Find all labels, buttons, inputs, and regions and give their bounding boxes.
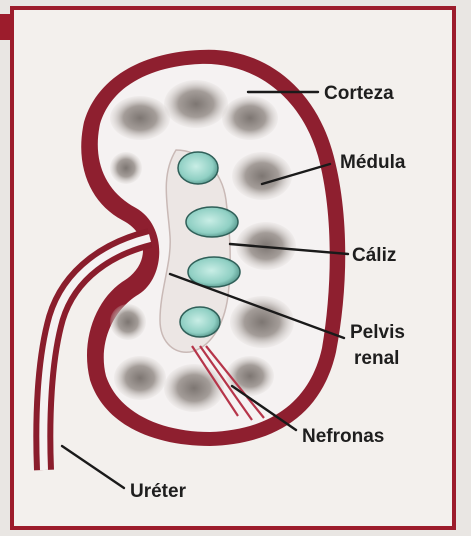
label-corteza: Corteza: [324, 83, 394, 104]
label-renal: renal: [354, 348, 399, 369]
label-medula: Médula: [340, 152, 406, 173]
label-pelvis: Pelvis: [350, 322, 405, 343]
label-nefronas: Nefronas: [302, 426, 384, 447]
label-caliz: Cáliz: [352, 245, 396, 266]
label-ureter: Uréter: [130, 481, 187, 502]
corner-tab: [0, 14, 10, 40]
leader-ureter: [62, 446, 124, 488]
